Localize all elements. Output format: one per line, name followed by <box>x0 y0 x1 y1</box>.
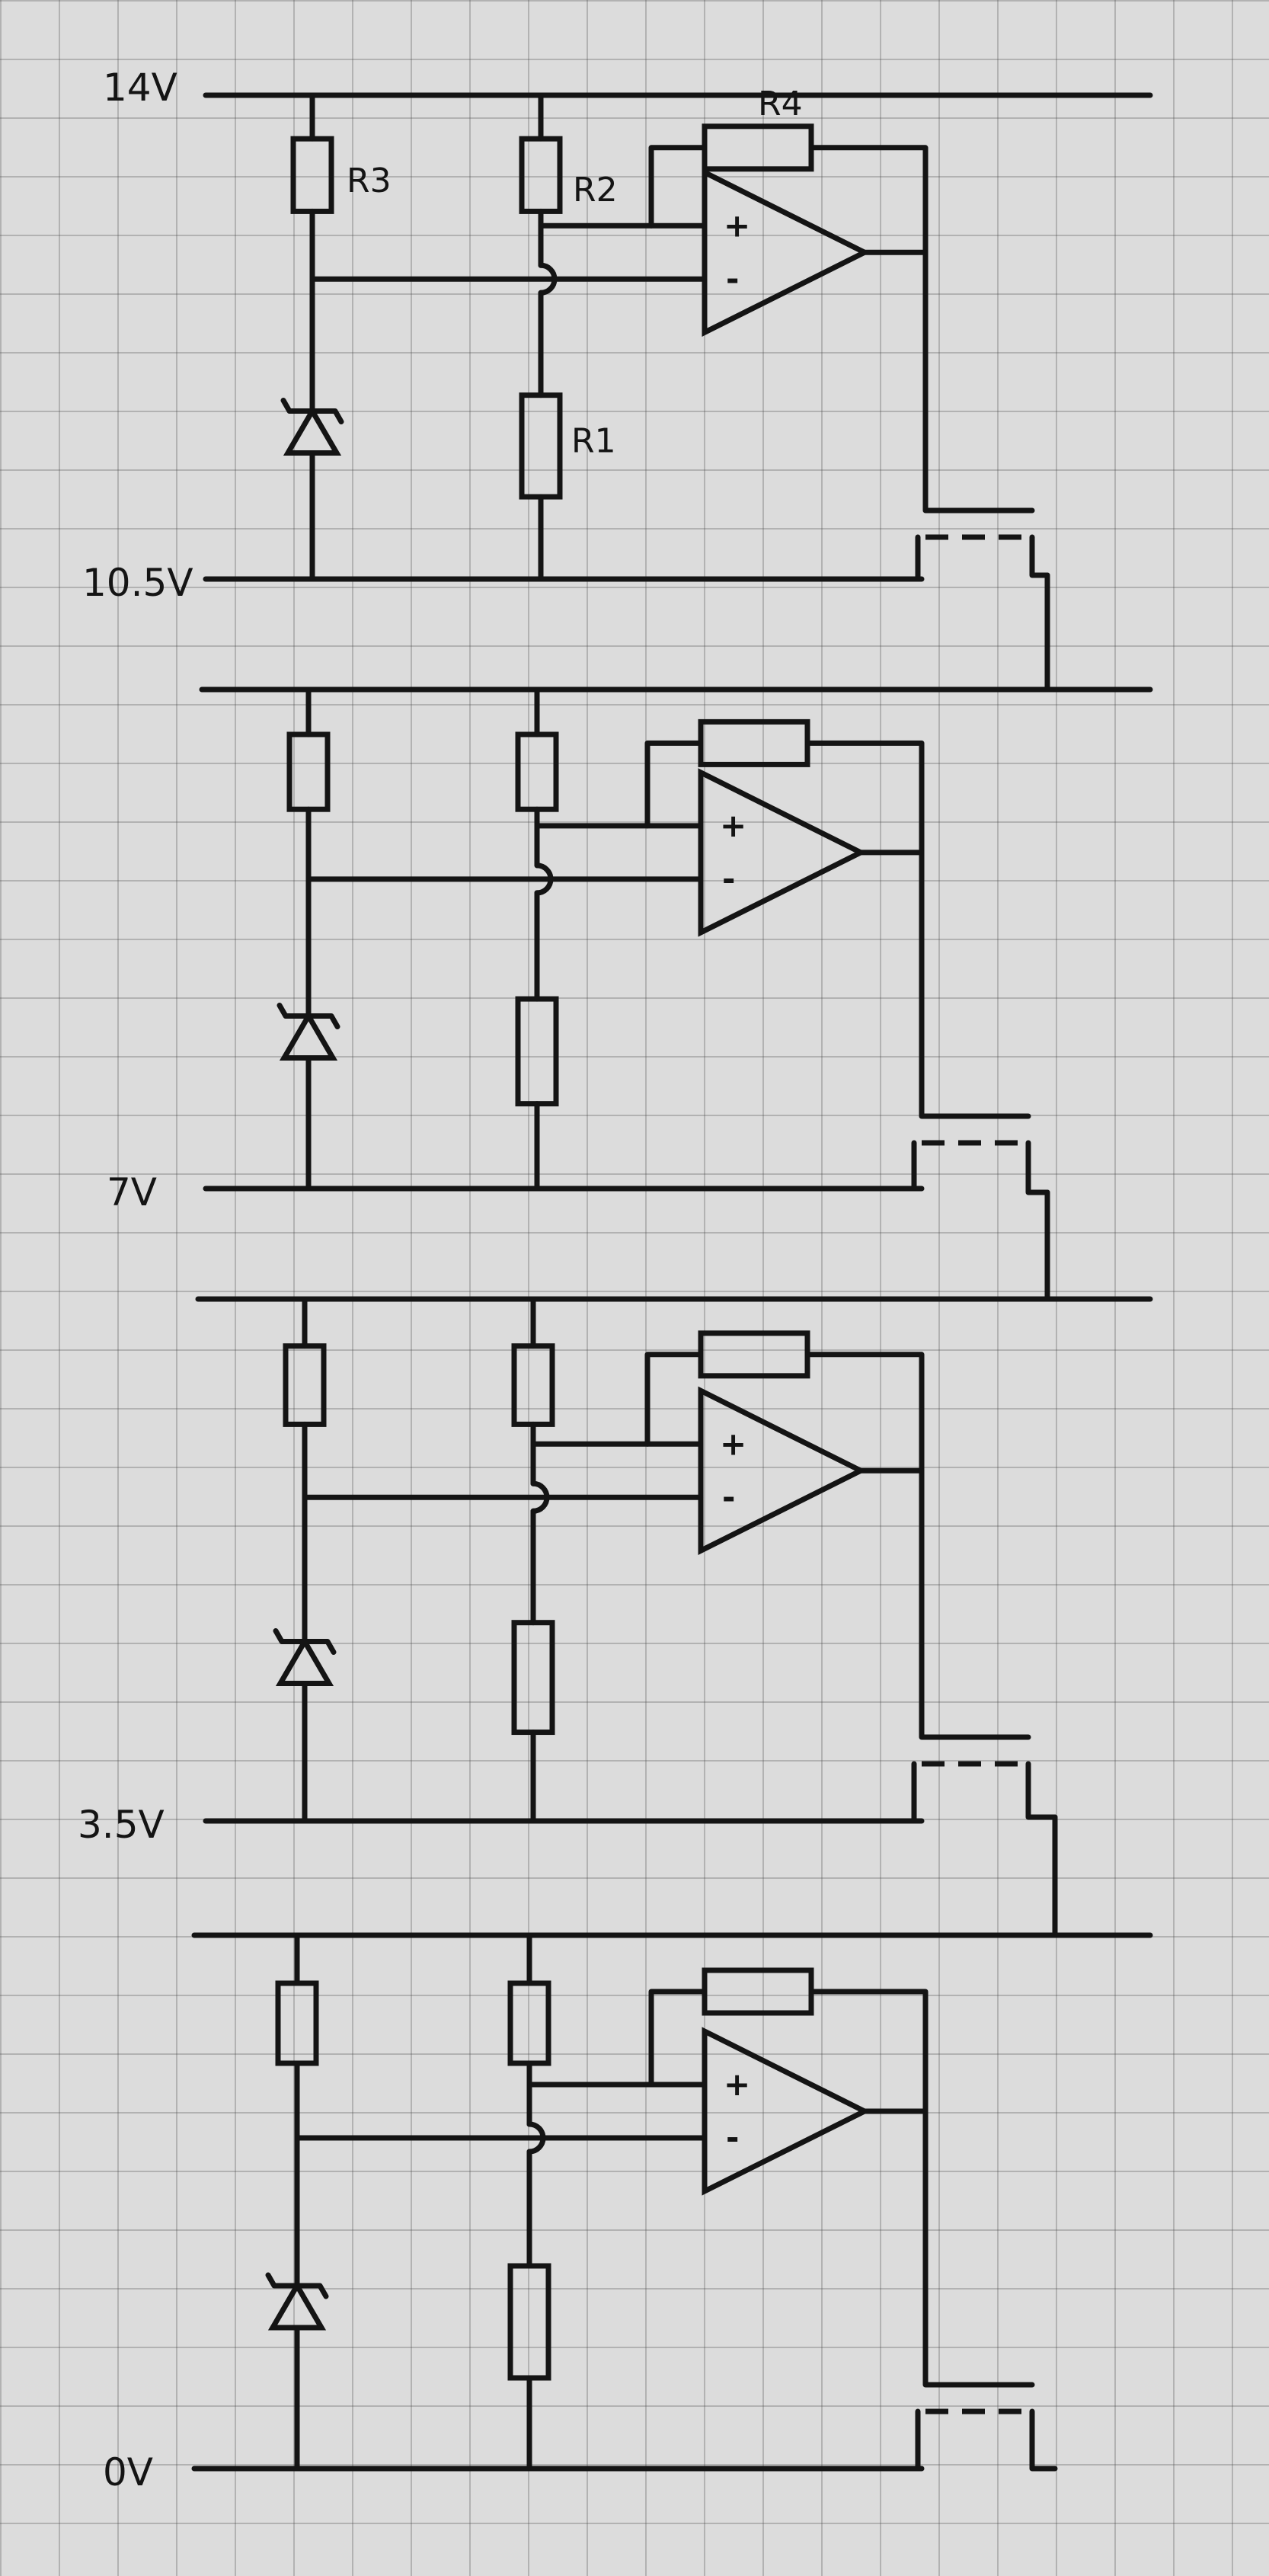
resistor-r2 <box>507 1980 551 2066</box>
feedback-right-wire <box>804 1352 925 1474</box>
resistor-r4 <box>698 718 810 767</box>
step-wire <box>915 2408 1058 2472</box>
rail-labels: 14V 10.5V 7V 3.5V 0V <box>78 66 193 2494</box>
resistor-r3 <box>286 731 331 812</box>
plus-sign: + <box>724 206 750 244</box>
step-wire <box>911 1140 1050 1195</box>
rail-label-7v: 7V <box>107 1170 157 1214</box>
output-down-wire <box>922 249 1035 514</box>
resistor-r2 <box>511 1343 555 1427</box>
rail-label-0v: 0V <box>103 2450 153 2494</box>
step-wire <box>915 534 1050 582</box>
zener-diode-icon <box>267 2280 327 2331</box>
resistor-r4 <box>702 1967 814 2016</box>
plus-sign: + <box>724 2066 750 2103</box>
feedback-left-wire <box>644 740 704 829</box>
rail-label-3-5v: 3.5V <box>78 1803 165 1847</box>
rail-label-14v: 14V <box>103 66 177 110</box>
resistor-r4 <box>702 123 814 172</box>
step-wire <box>911 1761 1058 1824</box>
label-r2: R2 <box>573 171 618 210</box>
label-r4: R4 <box>758 85 803 123</box>
feedback-right-wire <box>808 1989 929 2114</box>
resistor-r2 <box>519 136 563 214</box>
label-r3: R3 <box>347 162 392 200</box>
minus-sign: - <box>722 1478 735 1515</box>
minus-sign: - <box>726 260 739 297</box>
stage-4: +- <box>191 1932 1058 2472</box>
output-down-wire <box>922 2108 1035 2388</box>
stage-3: +- <box>191 1296 1153 1938</box>
resistor-r3 <box>283 1343 327 1427</box>
resistor-r1 <box>507 2263 551 2381</box>
minus-sign: - <box>726 2119 739 2156</box>
resistor-r1 <box>515 996 559 1107</box>
resistor-r3 <box>275 1980 319 2066</box>
resistor-r1 <box>511 1620 555 1736</box>
resistor-r3 <box>290 136 334 214</box>
feedback-left-wire <box>648 145 708 229</box>
op-amp-icon <box>698 1386 867 1555</box>
stage-2: +- <box>195 686 1153 1302</box>
label-r1: R1 <box>571 422 616 461</box>
output-down-wire <box>919 850 1031 1119</box>
resistor-r4 <box>698 1330 810 1379</box>
resistor-r2 <box>515 731 559 812</box>
resistor-r1 <box>519 392 563 500</box>
feedback-right-wire <box>808 145 929 255</box>
zener-diode-icon <box>283 405 342 456</box>
plus-sign: + <box>720 807 746 844</box>
zener-diode-icon <box>275 1636 334 1686</box>
feedback-left-wire <box>644 1352 704 1447</box>
minus-sign: - <box>722 860 735 898</box>
op-amp-icon <box>702 2027 871 2196</box>
op-amp-icon <box>702 168 871 337</box>
feedback-left-wire <box>648 1989 708 2088</box>
rail-label-10-5v: 10.5V <box>82 561 193 605</box>
op-amp-icon <box>698 768 867 937</box>
output-down-wire <box>919 1467 1031 1740</box>
feedback-right-wire <box>804 740 925 856</box>
zener-diode-icon <box>279 1010 338 1061</box>
plus-sign: + <box>720 1425 746 1462</box>
